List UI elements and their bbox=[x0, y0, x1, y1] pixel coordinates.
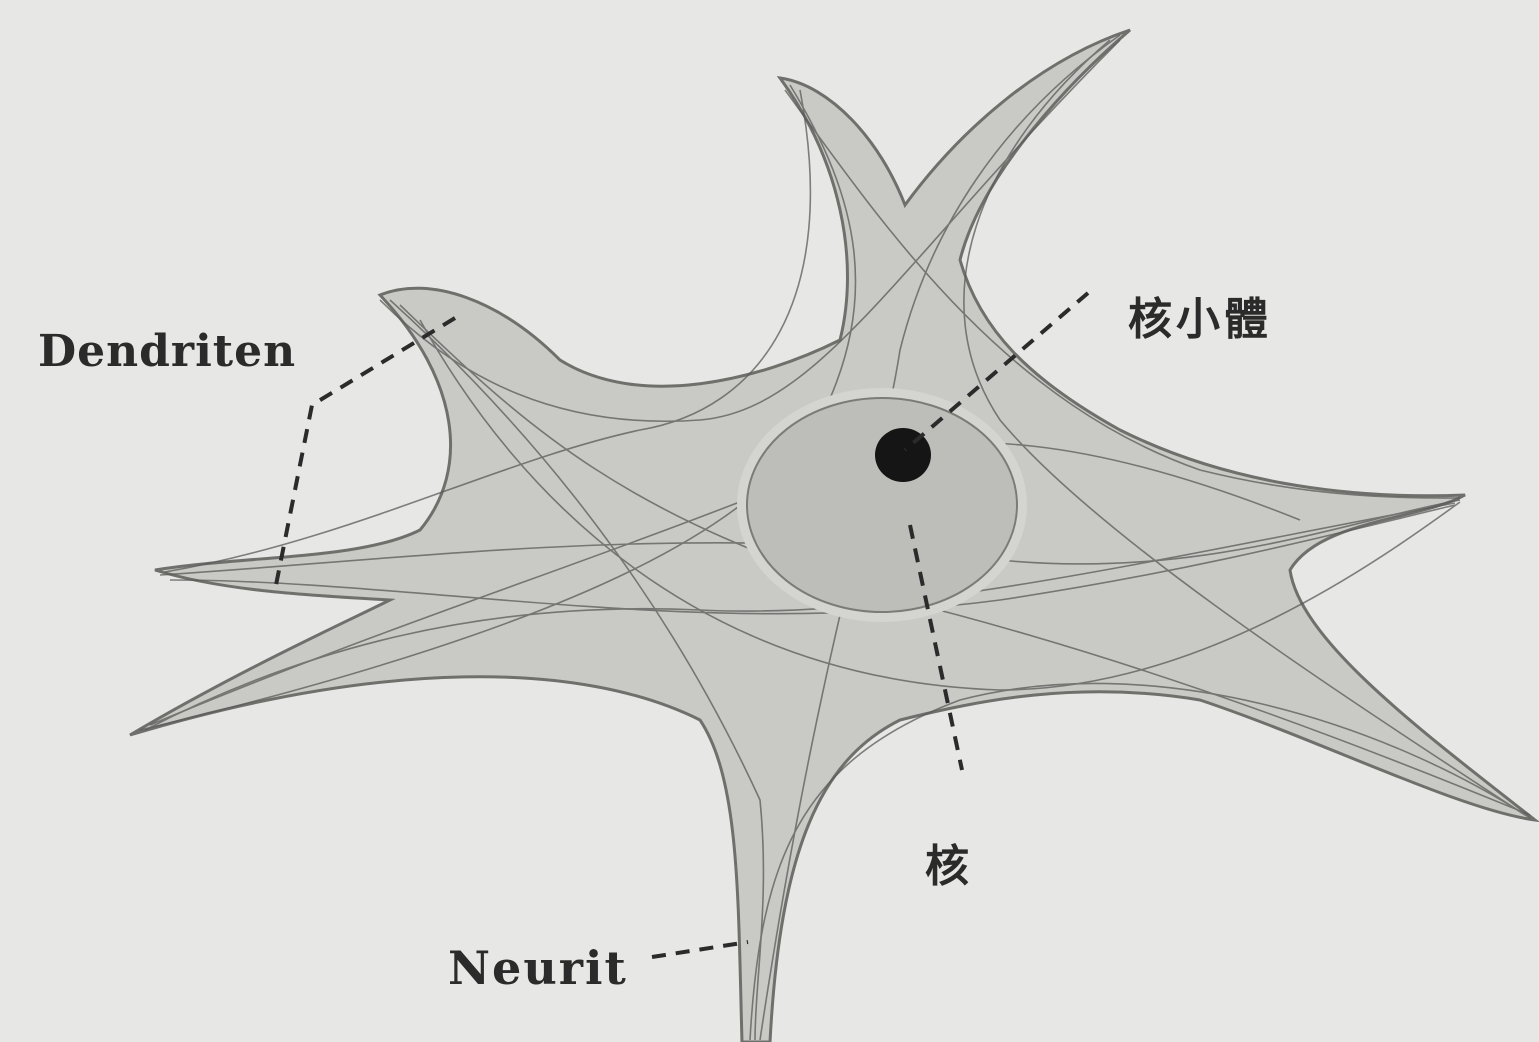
label-dendriten: Dendriten bbox=[38, 330, 296, 374]
label-nucleus: 核 bbox=[925, 845, 969, 889]
nucleus bbox=[742, 393, 1022, 617]
label-neurit: Neurit bbox=[448, 945, 628, 991]
neurit-leader-line bbox=[652, 942, 748, 957]
label-nucleolus: 核小體 bbox=[1128, 298, 1272, 342]
